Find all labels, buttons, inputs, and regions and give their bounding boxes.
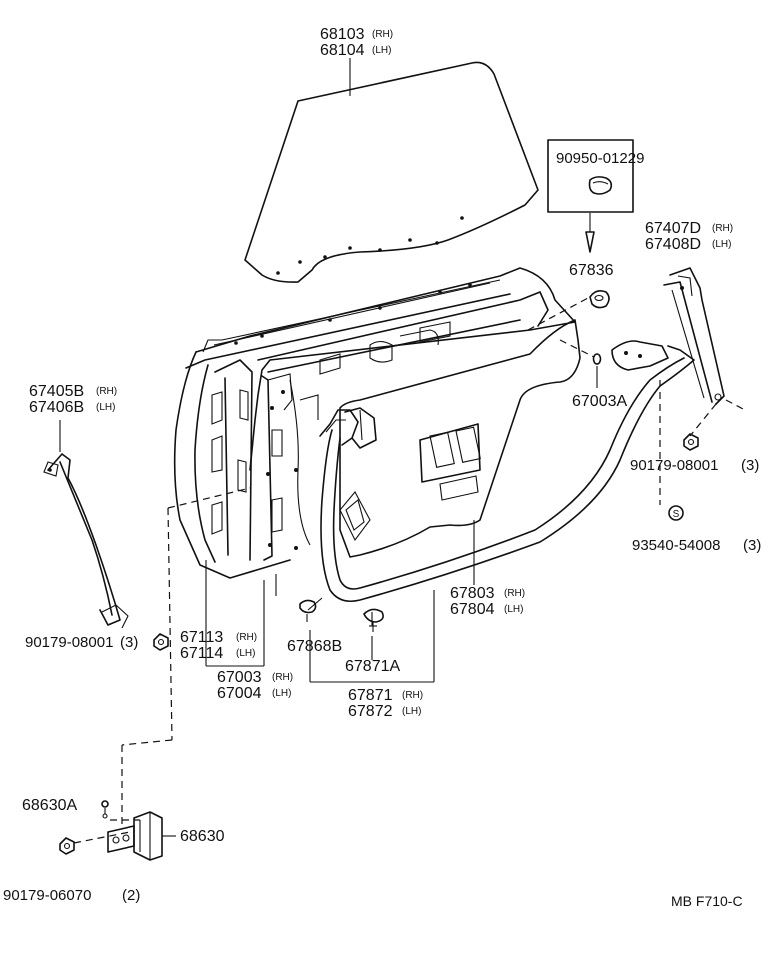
svg-text:(RH): (RH) xyxy=(96,386,117,397)
svg-text:68104: 68104 xyxy=(320,42,365,59)
svg-text:67407D: 67407D xyxy=(645,220,701,237)
svg-text:(LH): (LH) xyxy=(96,402,115,413)
label-trim-panel: 67803 (RH) 67804 (LH) xyxy=(450,585,525,618)
label-front-channel: 67405B (RH) 67406B (LH) xyxy=(29,383,117,416)
screw-right xyxy=(683,433,699,451)
svg-text:67004: 67004 xyxy=(217,685,262,702)
svg-text:(RH): (RH) xyxy=(712,223,733,234)
svg-text:(RH): (RH) xyxy=(504,588,525,599)
svg-text:(3): (3) xyxy=(743,537,761,554)
svg-text:67871: 67871 xyxy=(348,687,393,704)
label-door: 67003 (RH) 67004 (LH) xyxy=(217,669,293,702)
svg-text:(RH): (RH) xyxy=(272,672,293,683)
svg-text:90179-06070: 90179-06070 xyxy=(3,887,91,904)
label-glass: 68103 (RH) 68104 (LH) xyxy=(320,26,393,59)
label-screw-left: 90179-08001 (3) xyxy=(25,634,138,651)
hole-plug xyxy=(592,353,602,388)
door-glass xyxy=(244,58,539,283)
clip-callout xyxy=(547,139,634,253)
door-hinge xyxy=(107,811,176,861)
screw-left xyxy=(153,633,169,651)
hinge-plate-bolt xyxy=(101,800,109,819)
rear-weatherstrip xyxy=(663,267,746,437)
label-inner-panel: 67113 (RH) 67114 (LH) xyxy=(180,629,257,662)
label-rear-weatherstrip: 67407D (RH) 67408D (LH) xyxy=(645,220,733,253)
grommet xyxy=(589,290,610,309)
svg-text:67872: 67872 xyxy=(348,703,393,720)
label-clip-part: 90950-01229 xyxy=(556,150,644,167)
svg-text:(LH): (LH) xyxy=(712,239,731,250)
svg-text:67003: 67003 xyxy=(217,669,262,686)
label-hinge: 68630 xyxy=(180,828,225,845)
svg-text:93540-54008: 93540-54008 xyxy=(632,537,720,554)
label-plate-part: 68630A xyxy=(22,797,77,814)
svg-text:(2): (2) xyxy=(122,887,140,904)
label-grommet: 67836 xyxy=(569,262,614,279)
clip-67871a xyxy=(363,608,384,632)
svg-text:S: S xyxy=(673,509,680,520)
label-screw-right: 90179-08001 (3) xyxy=(630,457,759,474)
svg-text:90179-08001: 90179-08001 xyxy=(25,634,113,651)
svg-text:67803: 67803 xyxy=(450,585,495,602)
svg-text:67406B: 67406B xyxy=(29,399,84,416)
label-hole-plug: 67003A xyxy=(572,393,627,410)
svg-text:67408D: 67408D xyxy=(645,236,701,253)
door-weatherstrip xyxy=(307,340,695,626)
svg-text:(RH): (RH) xyxy=(236,632,257,643)
svg-text:(LH): (LH) xyxy=(236,648,255,659)
label-screw-s: 93540-54008 (3) xyxy=(632,537,761,554)
svg-text:67405B: 67405B xyxy=(29,383,84,400)
hinge-nut xyxy=(59,837,75,855)
svg-text:(RH): (RH) xyxy=(372,29,393,40)
clip-67868b xyxy=(299,599,317,622)
svg-text:(RH): (RH) xyxy=(402,690,423,701)
svg-text:(3): (3) xyxy=(741,457,759,474)
svg-text:(3): (3) xyxy=(120,634,138,651)
svg-text:67114: 67114 xyxy=(180,645,223,662)
door-shell xyxy=(173,267,576,579)
screw-s-symbol: S xyxy=(659,380,684,521)
svg-text:67804: 67804 xyxy=(450,601,495,618)
diagram-reference: MB F710-C xyxy=(671,893,743,909)
svg-text:(LH): (LH) xyxy=(372,45,391,56)
label-hinge-nut: 90179-06070 (2) xyxy=(3,887,140,904)
svg-text:(LH): (LH) xyxy=(272,688,291,699)
label-clip-b: 67868B xyxy=(287,638,342,655)
svg-text:90179-08001: 90179-08001 xyxy=(630,457,718,474)
svg-text:(LH): (LH) xyxy=(402,706,421,717)
svg-text:68103: 68103 xyxy=(320,26,365,43)
svg-text:67113: 67113 xyxy=(180,629,223,646)
label-seal: 67871 (RH) 67872 (LH) xyxy=(348,687,423,720)
part-labels: 68103 (RH) 68104 (LH) 90950-01229 67407D… xyxy=(3,26,761,909)
svg-text:(LH): (LH) xyxy=(504,604,523,615)
label-clip-a: 67871A xyxy=(345,658,400,675)
door-trim-panel xyxy=(339,319,581,585)
front-channel xyxy=(43,420,129,629)
leader-lines xyxy=(73,297,595,844)
